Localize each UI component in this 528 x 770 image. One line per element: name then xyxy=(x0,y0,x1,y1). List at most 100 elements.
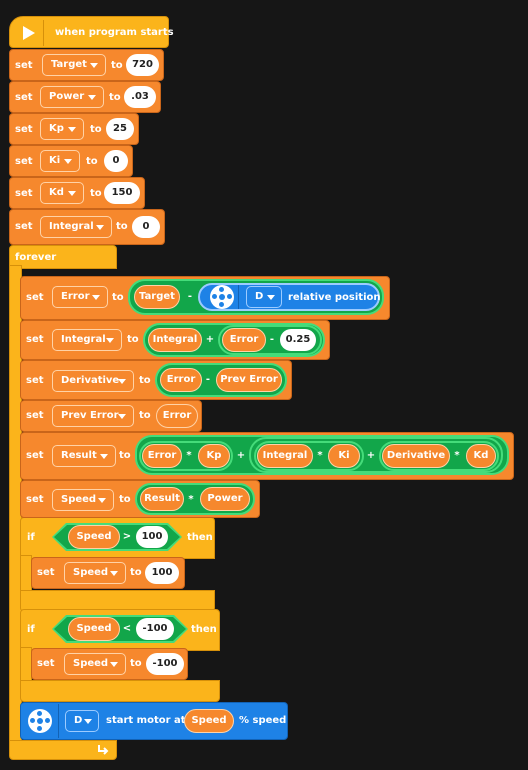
to-keyword: to xyxy=(112,292,124,303)
motor-icon xyxy=(28,709,52,733)
value-ki[interactable]: 0 xyxy=(104,150,128,172)
value-speed-max[interactable]: 100 xyxy=(145,562,179,584)
variable-dropdown-speed[interactable]: Speed xyxy=(64,562,126,584)
loop-arrow-icon xyxy=(98,745,109,755)
kd-reporter[interactable]: Kd xyxy=(466,444,496,468)
error-reporter[interactable]: Error xyxy=(222,328,266,352)
to-keyword: to xyxy=(130,658,142,669)
motor-port-dropdown[interactable]: D xyxy=(246,286,282,308)
set-keyword: set xyxy=(26,334,44,345)
start-motor-label: start motor at xyxy=(106,715,186,726)
prev-error-reporter[interactable]: Prev Error xyxy=(216,368,282,392)
multiply-symbol: * xyxy=(317,450,323,461)
chevron-down-icon xyxy=(96,225,104,230)
target-reporter[interactable]: Target xyxy=(134,285,180,309)
variable-dropdown-ki[interactable]: Ki xyxy=(40,150,80,172)
to-keyword: to xyxy=(86,156,98,167)
motor-icon-divider xyxy=(238,285,239,309)
chevron-down-icon xyxy=(64,159,72,164)
value-decay[interactable]: 0.25 xyxy=(280,329,316,351)
if-1-keyword: if xyxy=(27,532,35,543)
variable-dropdown-speed[interactable]: Speed xyxy=(64,653,126,675)
value-target[interactable]: 720 xyxy=(126,54,159,76)
to-keyword: to xyxy=(119,450,131,461)
percent-speed-label: % speed xyxy=(239,715,287,726)
result-reporter[interactable]: Result xyxy=(140,487,184,511)
value-kd[interactable]: 150 xyxy=(104,182,140,204)
variable-dropdown-error[interactable]: Error xyxy=(52,286,108,308)
set-keyword: set xyxy=(15,92,33,103)
error-reporter[interactable]: Error xyxy=(156,404,198,428)
speed-reporter[interactable]: Speed xyxy=(184,709,234,733)
integral-reporter[interactable]: Integral xyxy=(257,444,313,468)
value-power[interactable]: .03 xyxy=(124,86,156,108)
set-keyword: set xyxy=(15,124,33,135)
power-reporter[interactable]: Power xyxy=(200,487,250,511)
set-keyword: set xyxy=(26,450,44,461)
to-keyword: to xyxy=(130,567,142,578)
value-kp[interactable]: 25 xyxy=(106,118,134,140)
if-block-2-bottom xyxy=(20,680,220,702)
variable-dropdown-prev-error[interactable]: Prev Error xyxy=(52,405,134,427)
variable-dropdown-kp[interactable]: Kp xyxy=(40,118,84,140)
value-speed-min[interactable]: -100 xyxy=(146,653,184,675)
ki-reporter[interactable]: Ki xyxy=(328,444,360,468)
variable-dropdown-integral-loop[interactable]: Integral xyxy=(52,329,122,351)
minus-symbol: - xyxy=(205,374,211,385)
then-1-keyword: then xyxy=(187,532,213,543)
speed-reporter[interactable]: Speed xyxy=(68,617,120,641)
set-keyword: set xyxy=(15,156,33,167)
compare-value-1[interactable]: 100 xyxy=(136,526,168,548)
to-keyword: to xyxy=(119,494,131,505)
forever-bottom xyxy=(9,740,117,760)
if-2-keyword: if xyxy=(27,624,35,635)
compare-value-2[interactable]: -100 xyxy=(136,618,174,640)
forever-block[interactable] xyxy=(9,245,117,269)
plus-symbol: + xyxy=(366,450,376,461)
to-keyword: to xyxy=(116,221,128,232)
chevron-down-icon xyxy=(68,191,76,196)
set-keyword: set xyxy=(26,292,44,303)
chevron-down-icon xyxy=(106,338,114,343)
error-reporter[interactable]: Error xyxy=(160,368,202,392)
to-keyword: to xyxy=(139,375,151,386)
chevron-down-icon xyxy=(100,454,108,459)
to-keyword: to xyxy=(111,60,123,71)
to-keyword: to xyxy=(127,334,139,345)
set-keyword: set xyxy=(26,494,44,505)
multiply-symbol: * xyxy=(454,450,460,461)
value-integral[interactable]: 0 xyxy=(132,216,160,238)
variable-dropdown-integral[interactable]: Integral xyxy=(40,216,112,238)
less-than-symbol: < xyxy=(122,623,132,634)
plus-symbol: + xyxy=(205,334,215,345)
derivative-reporter[interactable]: Derivative xyxy=(382,444,450,468)
start-motor-block[interactable] xyxy=(20,702,288,740)
motor-icon-divider xyxy=(58,704,59,738)
chevron-down-icon xyxy=(118,379,126,384)
to-keyword: to xyxy=(139,410,151,421)
speed-reporter[interactable]: Speed xyxy=(68,525,120,549)
integral-reporter[interactable]: Integral xyxy=(148,328,202,352)
variable-dropdown-kd[interactable]: Kd xyxy=(40,182,84,204)
set-keyword: set xyxy=(26,410,44,421)
error-reporter[interactable]: Error xyxy=(142,444,182,468)
hat-label: when program starts xyxy=(55,27,174,38)
multiply-symbol: * xyxy=(186,450,192,461)
variable-dropdown-power[interactable]: Power xyxy=(40,86,104,108)
chevron-down-icon xyxy=(88,95,96,100)
minus-symbol: - xyxy=(269,334,275,345)
kp-reporter[interactable]: Kp xyxy=(198,444,230,468)
chevron-down-icon xyxy=(90,63,98,68)
variable-dropdown-derivative[interactable]: Derivative xyxy=(52,370,134,392)
forever-label: forever xyxy=(15,252,57,263)
minus-symbol: - xyxy=(187,291,193,302)
play-flag-icon xyxy=(23,26,35,40)
variable-dropdown-speed[interactable]: Speed xyxy=(52,489,114,511)
variable-dropdown-result[interactable]: Result xyxy=(52,445,116,467)
multiply-symbol: * xyxy=(188,494,194,505)
variable-dropdown-target[interactable]: Target xyxy=(42,54,106,76)
plus-symbol: + xyxy=(236,450,246,461)
set-keyword: set xyxy=(15,221,33,232)
motor-port-dropdown[interactable]: D xyxy=(65,710,99,732)
then-2-keyword: then xyxy=(191,624,217,635)
